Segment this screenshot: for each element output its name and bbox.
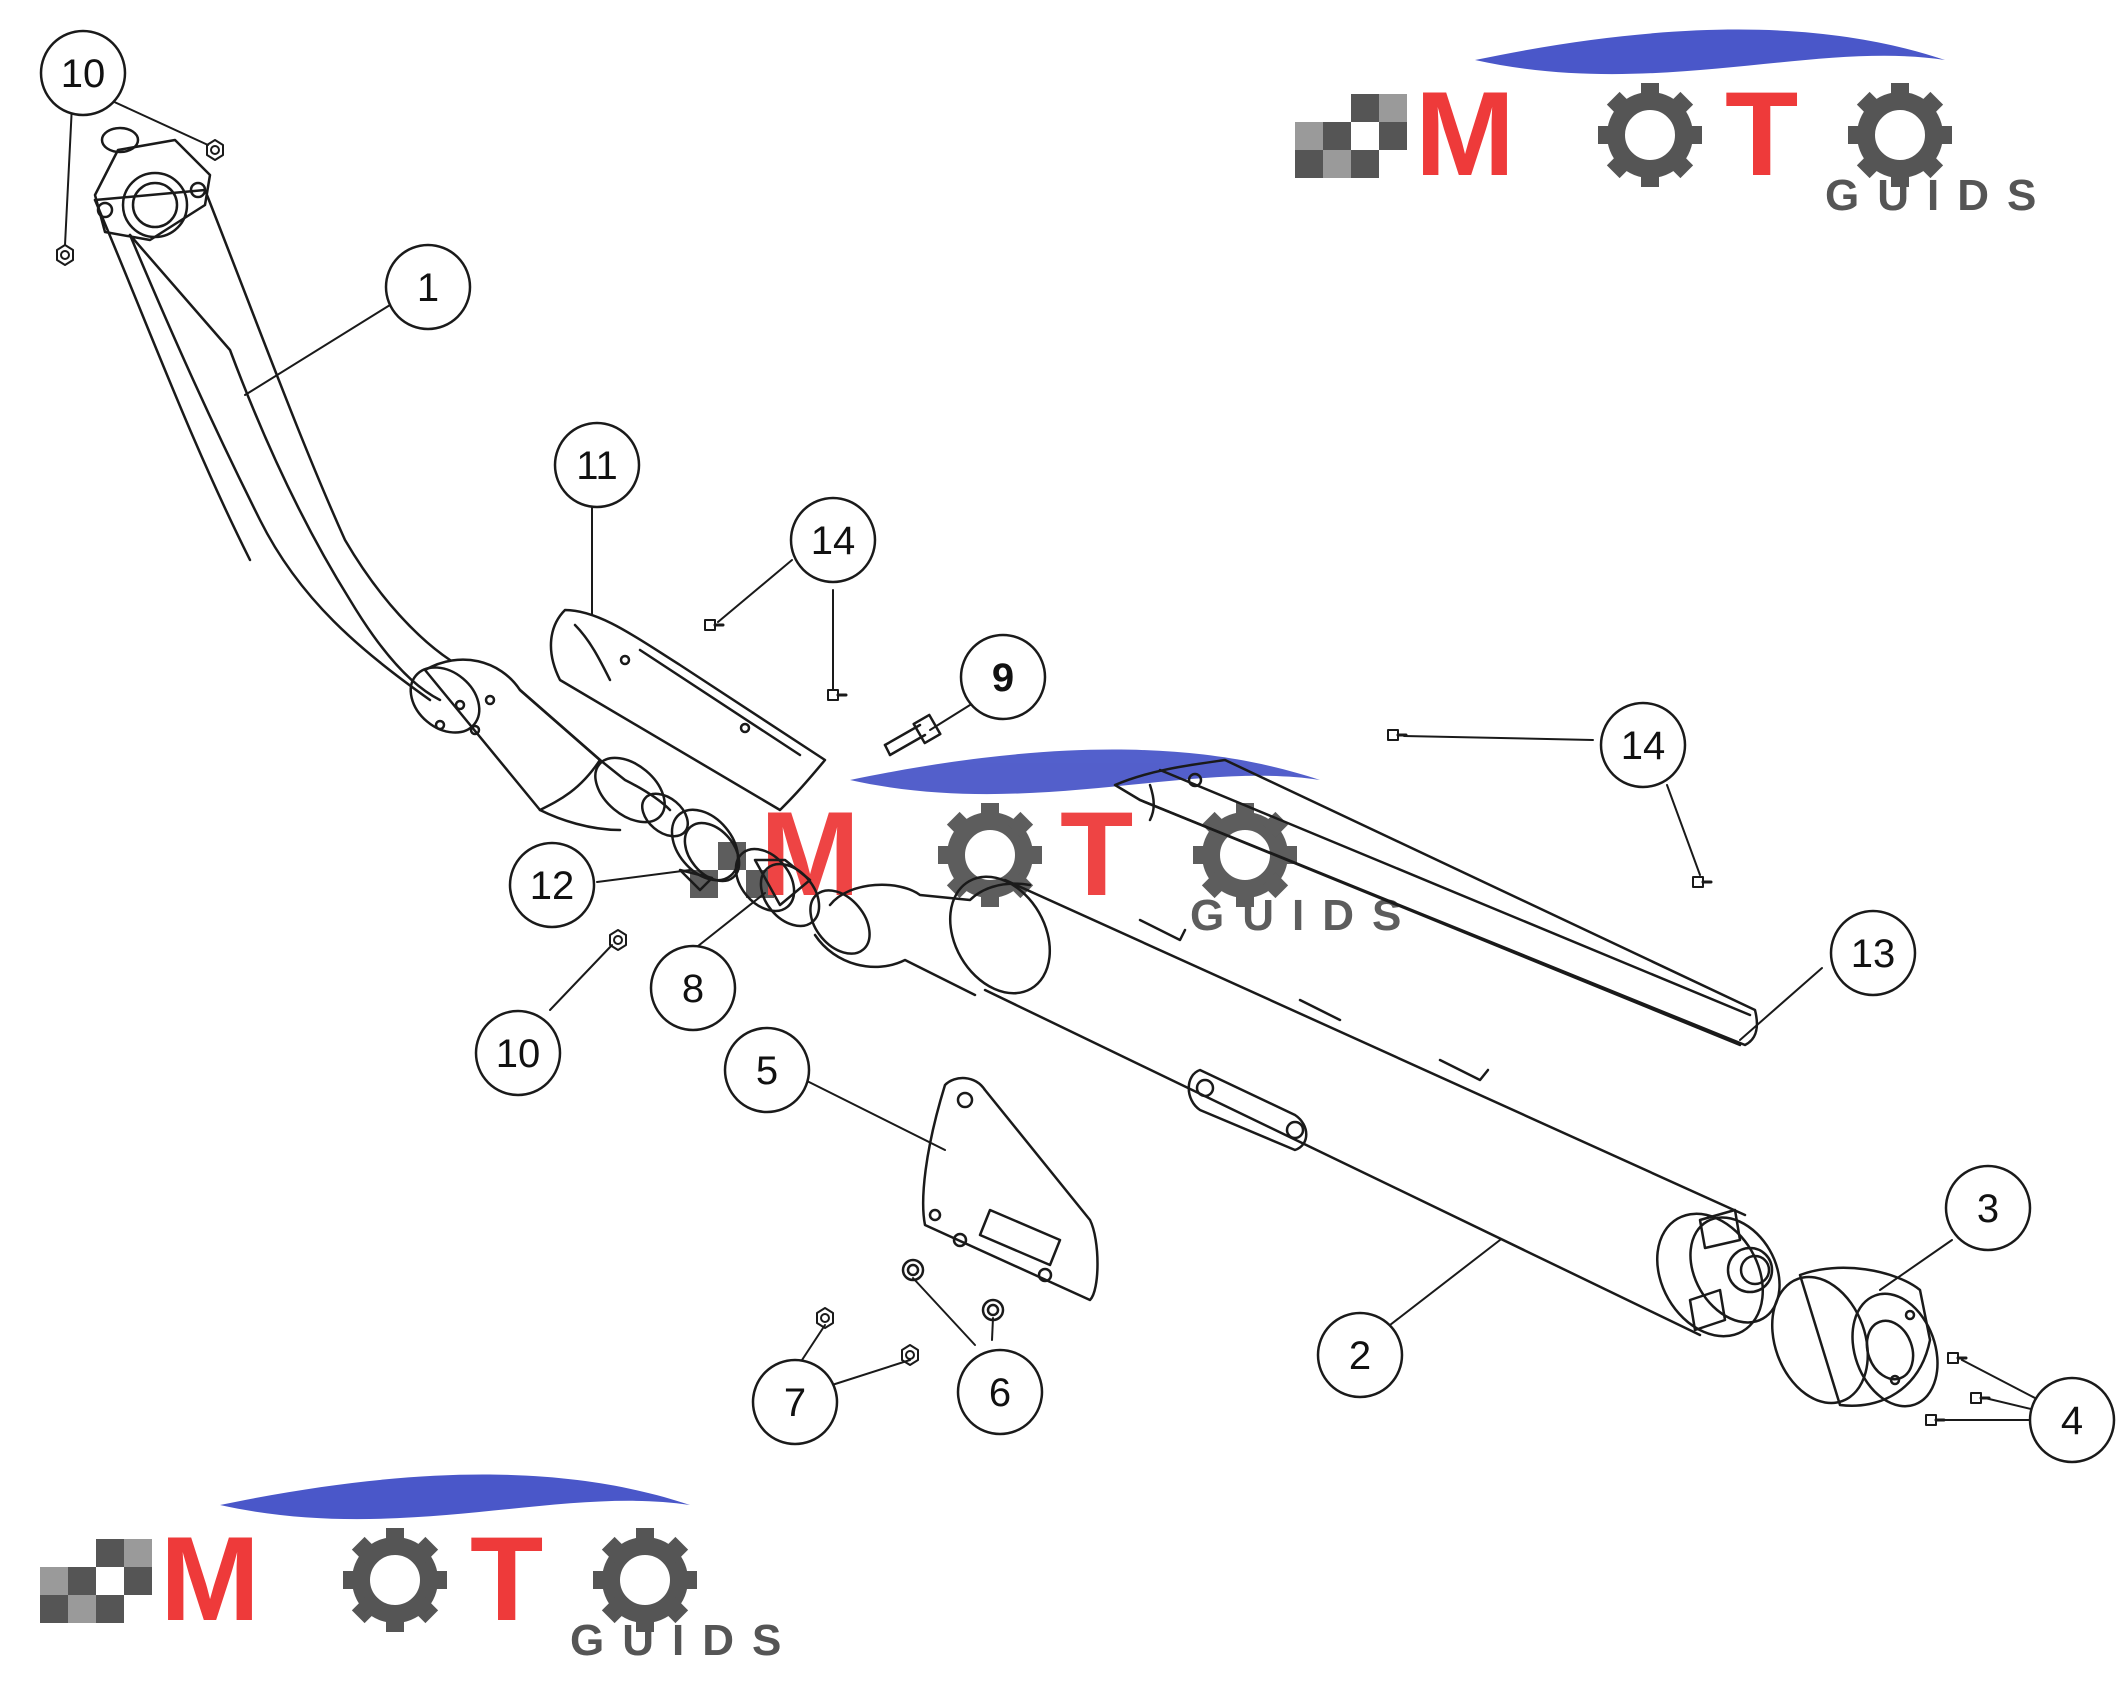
callout-label: 10 — [61, 52, 106, 96]
part-13-muffler-heat-shield — [1113, 758, 1759, 1047]
callout-8: 8 — [649, 944, 737, 1032]
callout-label: 9 — [992, 656, 1014, 700]
callout-label: 7 — [784, 1381, 806, 1425]
part-9-bolt — [883, 713, 942, 757]
part-10-nut-lower — [608, 928, 628, 952]
callout-10-top: 10 — [39, 29, 127, 117]
logo-letter-t: T — [1725, 67, 1798, 201]
svg-text:T: T — [470, 1512, 543, 1646]
callout-14-upper-left: 14 — [789, 496, 877, 584]
callout-bubbles: 10 1 11 14 9 14 12 8 — [39, 29, 2116, 1464]
part-4-screws — [1924, 1351, 1991, 1427]
part-5-mounting-bracket — [921, 1076, 1099, 1302]
callout-4: 4 — [2028, 1376, 2116, 1464]
callout-label: 14 — [1621, 724, 1666, 768]
svg-text:M: M — [160, 1512, 260, 1646]
part-1-header-pipe — [93, 126, 689, 838]
part-2-muffler — [809, 875, 1781, 1338]
callout-1: 1 — [384, 243, 472, 331]
part-7-bolts — [815, 1306, 920, 1367]
callout-label: 11 — [576, 444, 618, 488]
callout-11: 11 — [553, 421, 641, 509]
callout-7: 7 — [751, 1358, 839, 1446]
logo-sub: GUIDS — [1825, 171, 2054, 220]
svg-text:GUIDS: GUIDS — [1190, 891, 1419, 940]
callout-label: 12 — [530, 864, 575, 908]
part-11-heat-shield — [549, 608, 827, 812]
callout-label: 4 — [2061, 1399, 2083, 1443]
leader-lines — [64, 99, 2036, 1421]
callout-label: 14 — [811, 519, 856, 563]
callout-14-upper-right: 14 — [1599, 701, 1687, 789]
callout-label: 2 — [1349, 1334, 1371, 1378]
part-3-end-cap — [1770, 1266, 1939, 1408]
callout-label: 5 — [756, 1049, 778, 1093]
part-6-washers — [901, 1258, 1005, 1322]
callout-2: 2 — [1316, 1311, 1404, 1399]
callout-label: 8 — [682, 967, 704, 1011]
callout-10-lower: 10 — [474, 1009, 562, 1097]
svg-text:GUIDS: GUIDS — [570, 1616, 799, 1665]
moto-guids-logo-top-right: M T GUIDS — [1295, 29, 2054, 220]
callout-label: 1 — [417, 266, 439, 310]
logo-letter-m: M — [1415, 67, 1515, 201]
callout-label: 6 — [989, 1371, 1011, 1415]
callout-6: 6 — [956, 1348, 1044, 1436]
moto-guids-logo-bottom-left: M T GUIDS — [40, 1474, 799, 1665]
svg-text:T: T — [1060, 787, 1133, 921]
callout-label: 3 — [1977, 1187, 1999, 1231]
callout-label: 13 — [1851, 932, 1896, 976]
part-12-clamp — [670, 808, 741, 892]
callout-label: 10 — [496, 1032, 541, 1076]
moto-guids-logo-center: M T GUIDS — [690, 749, 1419, 940]
callout-9: 9 — [959, 633, 1047, 721]
callout-13: 13 — [1829, 909, 1917, 997]
callout-3: 3 — [1944, 1164, 2032, 1252]
callout-12: 12 — [508, 841, 596, 929]
callout-5: 5 — [723, 1026, 811, 1114]
